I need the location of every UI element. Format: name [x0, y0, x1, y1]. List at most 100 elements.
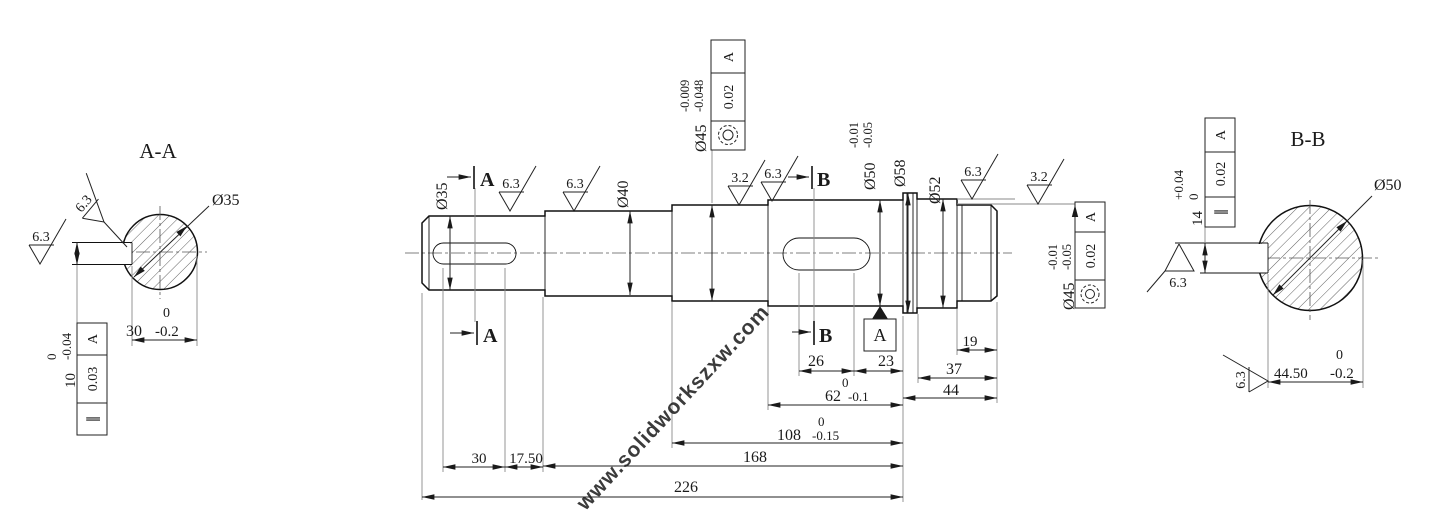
aa-keyway-depth-dim: 10 0 -0.04	[44, 241, 80, 388]
bb-keyway-width-dim: 14 +0.04 0	[1171, 169, 1208, 273]
aa-10-upper: 0	[44, 354, 59, 361]
label-d45-right: Ø45 -0.01 -0.05	[1046, 244, 1078, 310]
section-bb-title: B-B	[1290, 127, 1325, 151]
label-d45-left: Ø45 -0.009 -0.048	[678, 80, 710, 152]
svg-text:-0.01: -0.01	[847, 122, 861, 148]
aa-10-lower: -0.04	[59, 332, 74, 360]
svg-text:Ø58: Ø58	[892, 159, 909, 187]
datum-a-symbol: A	[863, 306, 897, 352]
svg-text:-0.05: -0.05	[861, 122, 875, 148]
fcf-left-datum: A	[722, 51, 737, 62]
roughness-icon: 6.3	[760, 155, 799, 202]
bb-dia-dim-line	[1272, 195, 1373, 296]
aa-diameter-text: Ø35	[212, 192, 240, 209]
fcf-left-tolerance: 0.02	[722, 85, 737, 110]
label-d58: Ø58	[892, 159, 909, 187]
svg-text:-0.05: -0.05	[1060, 244, 1074, 270]
dim-text-226: 226	[674, 479, 698, 496]
dim-text-168: 168	[743, 449, 767, 466]
fcf-right: 0.02 A	[1071, 201, 1106, 309]
datum-label: A	[874, 325, 887, 345]
roughness-icon: 3.2	[727, 159, 766, 206]
extension-lines	[421, 150, 1103, 502]
roughness-symbols: 6.3 6.3 3.2 6.3 6.3 3.2	[498, 153, 1065, 212]
dim-62-upper: 0	[842, 375, 849, 390]
roughness-icon: 6.3	[1222, 354, 1269, 393]
section-view-bb: B-B Ø50 44.50 0 -0.2 14	[1146, 117, 1402, 393]
svg-text:6.3: 6.3	[502, 177, 520, 192]
svg-text:Ø52: Ø52	[927, 176, 944, 204]
svg-text:-0.009: -0.009	[678, 80, 692, 112]
bb-14-upper: +0.04	[1171, 169, 1186, 200]
concentricity-icon	[1080, 284, 1100, 304]
aa-across-flats-dim: 30 0 -0.2	[126, 256, 198, 346]
dim-text-30: 30	[472, 451, 487, 467]
bb-fcf: A 0.02 ∥	[1204, 117, 1236, 228]
section-view-aa: A-A Ø35 30 0 -0.2 10	[28, 139, 240, 436]
label-d40: Ø40	[615, 180, 632, 208]
svg-text:6.3: 6.3	[566, 177, 584, 192]
dim-62-lower: -0.1	[848, 389, 869, 404]
arrowhead-icon	[1336, 221, 1347, 232]
svg-text:-0.01: -0.01	[1046, 244, 1060, 270]
svg-text:6.3: 6.3	[1234, 371, 1249, 389]
dim-text-108: 108 0 -0.15	[777, 414, 839, 444]
svg-text:Ø45: Ø45	[1061, 282, 1078, 310]
aa-roughness-leader	[103, 221, 128, 248]
bb-diameter-text: Ø50	[1374, 177, 1402, 194]
main-shaft-view: 30 17.50 26 23 62 0 -0.1 37 44 19 108 0 …	[405, 39, 1106, 502]
bb-4450-nominal: 44.50	[1274, 366, 1308, 382]
dim-text-17-50: 17.50	[509, 451, 543, 467]
watermark-text: www.solidworkszxw.com	[572, 300, 775, 515]
roughness-icon: 6.3	[498, 165, 537, 212]
keyway-slot-rear	[782, 237, 871, 271]
label-d50: Ø50 -0.01 -0.05	[847, 122, 879, 190]
bb-14-nominal: 14	[1190, 211, 1206, 227]
roughness-icon: 6.3	[28, 218, 67, 265]
fcf-right-tolerance: 0.02	[1084, 244, 1099, 269]
svg-text:Ø50: Ø50	[862, 162, 879, 190]
bb-fcf-datum: A	[1214, 129, 1229, 140]
arrowhead-icon	[134, 266, 145, 277]
svg-text:6.3: 6.3	[764, 167, 782, 182]
svg-text:3.2: 3.2	[1030, 170, 1048, 185]
aa-10-nominal: 10	[63, 373, 79, 388]
svg-text:Ø40: Ø40	[615, 180, 632, 208]
arrowhead-icon	[176, 226, 187, 237]
bb-4450-upper: 0	[1336, 348, 1343, 363]
arrowhead-icon	[1273, 284, 1284, 295]
parallelism-icon: ∥	[1214, 209, 1229, 216]
roughness-icon: 6.3	[960, 153, 999, 200]
aa-30-nominal: 30	[126, 323, 142, 340]
aa-dia-dim-line	[133, 205, 210, 278]
diameter-dimensions	[447, 192, 946, 313]
concentricity-icon	[718, 125, 738, 145]
roughness-icon: 3.2	[1026, 158, 1065, 205]
svg-text:Ø45: Ø45	[693, 124, 710, 152]
shaft-step-faces	[428, 193, 992, 313]
svg-text:3.2: 3.2	[731, 171, 749, 186]
roughness-icon: 6.3	[1146, 243, 1195, 293]
roughness-icon: 6.3	[73, 172, 105, 223]
aa-keyway	[72, 242, 133, 265]
dim-text-62: 62 0 -0.1	[825, 375, 869, 405]
dim-108-lower: -0.15	[812, 428, 839, 443]
fcf-right-datum: A	[1084, 211, 1099, 222]
svg-text:6.3: 6.3	[73, 193, 96, 216]
section-marker-a-bottom: A	[483, 325, 498, 347]
dim-text-37: 37	[946, 361, 962, 378]
aa-30-lower: -0.2	[155, 324, 179, 340]
dim-text-23: 23	[878, 353, 894, 370]
length-dimensions	[421, 347, 997, 500]
section-marker-b-top: B	[817, 169, 830, 191]
section-markers: A A B B	[447, 166, 832, 347]
svg-text:-0.048: -0.048	[692, 80, 706, 112]
dim-text-19: 19	[963, 334, 978, 350]
svg-text:6.3: 6.3	[32, 230, 50, 245]
keyway-slot-front	[432, 242, 517, 265]
label-d52: Ø52	[927, 176, 944, 204]
bb-fcf-tolerance: 0.02	[1214, 162, 1229, 187]
dim-text-44: 44	[943, 382, 959, 399]
